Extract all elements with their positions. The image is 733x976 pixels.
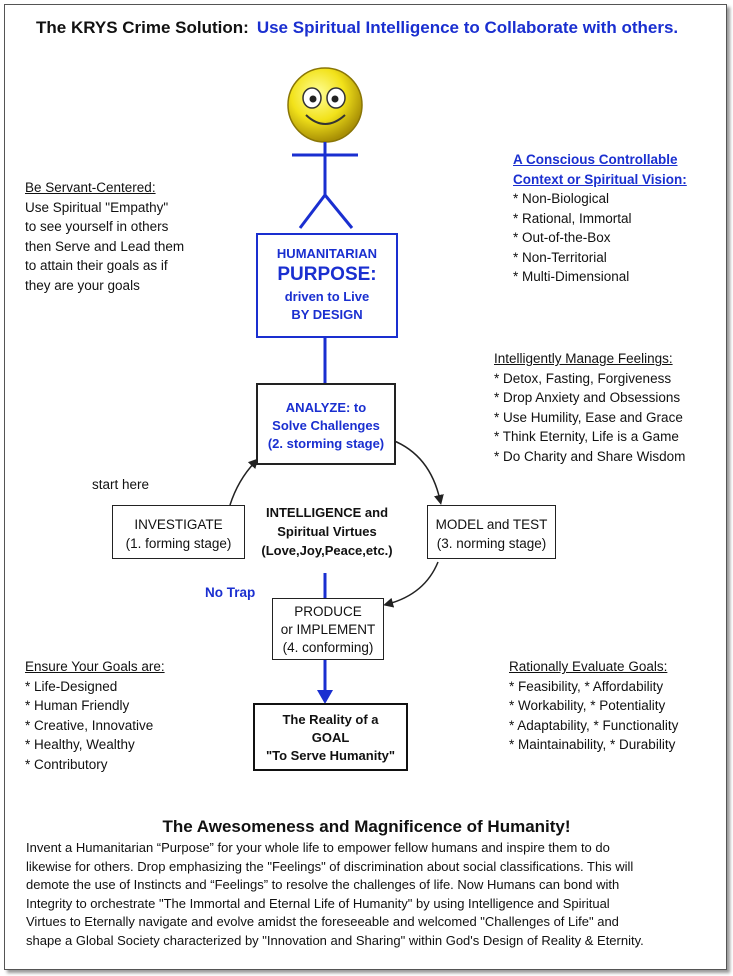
produce-line1: PRODUCE — [294, 604, 362, 619]
goal-line1: The Reality of a — [282, 712, 379, 727]
purpose-line4: BY DESIGN — [291, 307, 363, 322]
paragraph-line: demote the use of Instincts and “Feeling… — [26, 877, 620, 892]
produce-box: PRODUCE or IMPLEMENT (4. conforming) — [272, 598, 384, 660]
smiley-figure-icon — [287, 67, 363, 229]
vision-heading-line2: Context or Spiritual Vision: — [513, 171, 687, 187]
ensure-goals-item: * Contributory — [25, 756, 108, 772]
spiritual-vision-block: A Conscious Controllable Context or Spir… — [513, 150, 687, 287]
feelings-item: * Think Eternity, Life is a Game — [494, 429, 679, 444]
analyze-line2: Solve Challenges — [272, 418, 380, 433]
produce-line3: (4. conforming) — [282, 640, 374, 655]
vision-item: * Non-Territorial — [513, 249, 607, 265]
cycle-arrow-analyze-model — [391, 439, 444, 505]
title-subtitle: Use Spiritual Intelligence to Collaborat… — [256, 18, 679, 37]
cycle-arrow-model-produce — [383, 561, 439, 608]
analyze-line1: ANALYZE: to — [285, 400, 367, 415]
analyze-line3: (2. storming stage) — [267, 436, 385, 451]
manage-feelings-block: Intelligently Manage Feelings: * Detox, … — [494, 349, 685, 466]
feelings-heading: Intelligently Manage Feelings: — [494, 351, 673, 366]
start-here-label: start here — [92, 477, 150, 492]
vision-item: * Multi-Dimensional — [513, 269, 630, 284]
servant-line: then Serve and Lead them — [25, 238, 185, 254]
vision-heading-line1: A Conscious Controllable — [513, 152, 678, 167]
bottom-heading: The Awesomeness and Magnificence of Huma… — [162, 817, 571, 836]
purpose-line3: driven to Live — [284, 289, 370, 304]
model-line2: (3. norming stage) — [436, 536, 547, 551]
paragraph-line: likewise for others. Drop emphasizing th… — [26, 858, 634, 874]
center-line3: (Love,Joy,Peace,etc.) — [261, 543, 393, 558]
ensure-goals-item: * Healthy, Wealthy — [25, 737, 135, 752]
vision-item: * Non-Biological — [513, 191, 610, 206]
paragraph-line: Invent a Humanitarian “Purpose” for your… — [26, 840, 610, 855]
feelings-item: * Do Charity and Share Wisdom — [494, 448, 686, 464]
investigate-line1: INVESTIGATE — [134, 517, 223, 532]
cycle-arrow-investigate-analyze — [229, 458, 259, 506]
vision-item: * Rational, Immortal — [513, 210, 632, 226]
servant-line: Use Spiritual "Empathy" — [25, 199, 169, 215]
goal-line2: GOAL — [311, 730, 350, 745]
investigate-box: INVESTIGATE (1. forming stage) — [112, 505, 245, 559]
purpose-box: HUMANITARIAN PURPOSE: driven to Live BY … — [256, 233, 398, 338]
investigate-line2: (1. forming stage) — [125, 536, 232, 551]
servant-centered-block: Be Servant-Centered: Use Spiritual "Empa… — [25, 178, 184, 295]
ensure-goals-block: Ensure Your Goals are: * Life-Designed *… — [25, 657, 165, 774]
evaluate-goals-item: * Feasibility, * Affordability — [509, 678, 664, 694]
purpose-line2: PURPOSE: — [277, 264, 377, 285]
evaluate-goals-heading: Rationally Evaluate Goals: — [509, 659, 668, 674]
feelings-item: * Use Humility, Ease and Grace — [494, 409, 683, 425]
paragraph-line: Integrity to orchestrate "The Immortal a… — [26, 895, 610, 911]
page-frame — [4, 4, 727, 970]
analyze-box: ANALYZE: to Solve Challenges (2. stormin… — [256, 383, 396, 465]
evaluate-goals-item: * Adaptability, * Functionality — [509, 717, 679, 733]
page-title: The KRYS Crime Solution: Use Spiritual In… — [36, 18, 678, 38]
evaluate-goals-block: Rationally Evaluate Goals: * Feasibility… — [509, 657, 678, 755]
model-line1: MODEL and TEST — [435, 517, 548, 532]
purpose-line1: HUMANITARIAN — [276, 246, 378, 261]
produce-line2: or IMPLEMENT — [280, 622, 376, 637]
feelings-item: * Detox, Fasting, Forgiveness — [494, 370, 672, 386]
goal-box: The Reality of a GOAL "To Serve Humanity… — [253, 703, 408, 771]
vision-item: * Out-of-the-Box — [513, 230, 611, 245]
servant-centered-heading: Be Servant-Centered: — [25, 180, 156, 195]
paragraph-line: Virtues to Eternally navigate and evolve… — [26, 914, 619, 929]
bottom-paragraph: Invent a Humanitarian “Purpose” for your… — [26, 839, 712, 950]
center-virtues-text: INTELLIGENCE and Spiritual Virtues (Love… — [255, 503, 399, 560]
servant-line: they are your goals — [25, 277, 140, 293]
paragraph-line: shape a Global Society characterized by … — [26, 932, 644, 948]
model-test-box: MODEL and TEST (3. norming stage) — [427, 505, 556, 559]
center-line1: INTELLIGENCE and — [265, 505, 389, 520]
ensure-goals-item: * Creative, Innovative — [25, 717, 154, 733]
evaluate-goals-item: * Workability, * Potentiality — [509, 698, 666, 713]
ensure-goals-item: * Life-Designed — [25, 678, 118, 694]
no-trap-label: No Trap — [205, 585, 256, 600]
evaluate-goals-item: * Maintainability, * Durability — [509, 737, 676, 752]
feelings-item: * Drop Anxiety and Obsessions — [494, 390, 681, 405]
title-main: The KRYS Crime Solution: — [36, 18, 249, 37]
ensure-goals-item: * Human Friendly — [25, 698, 130, 713]
ensure-goals-heading: Ensure Your Goals are: — [25, 659, 165, 674]
servant-line: to see yourself in others — [25, 219, 169, 234]
servant-line: to attain their goals as if — [25, 258, 168, 273]
center-line2: Spiritual Virtues — [277, 524, 377, 539]
arrow-down-icon — [317, 690, 333, 704]
goal-line3: "To Serve Humanity" — [265, 748, 396, 763]
